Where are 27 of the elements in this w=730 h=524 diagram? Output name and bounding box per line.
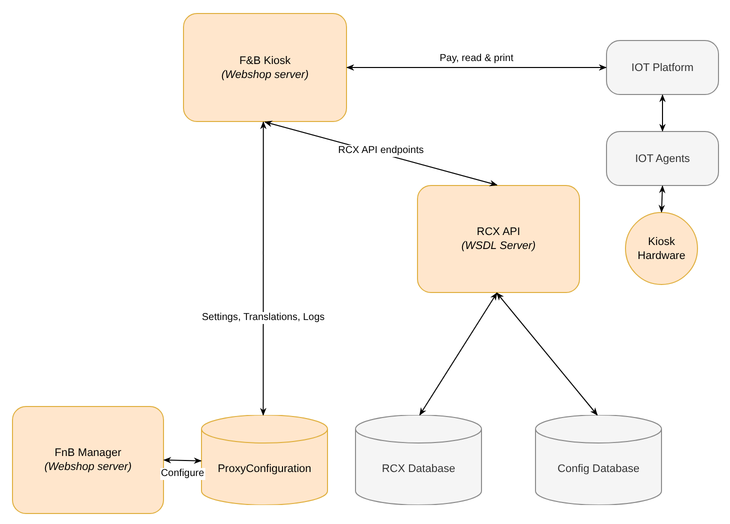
edge-label: Settings, Translations, Logs bbox=[200, 312, 326, 324]
node-title: FnB Manager bbox=[54, 446, 122, 460]
node-title: RCX API bbox=[476, 225, 520, 239]
node-title: IOT Platform bbox=[631, 60, 694, 74]
connector-arrow bbox=[658, 185, 666, 213]
connector-arrow bbox=[419, 292, 498, 416]
connector-arrow bbox=[496, 292, 598, 416]
edge-label: Configure bbox=[160, 468, 206, 480]
connector-arrow bbox=[659, 94, 666, 132]
process-box bbox=[606, 40, 719, 95]
node-subtitle: (WSDL Server) bbox=[461, 239, 536, 253]
node-subtitle: (Webshop server) bbox=[44, 460, 132, 474]
connector-arrow bbox=[346, 64, 607, 71]
node-subtitle: (Webshop server) bbox=[221, 68, 309, 82]
node-title: ProxyConfiguration bbox=[218, 462, 312, 476]
edge-label: Pay, read & print bbox=[438, 52, 514, 64]
node-title: F&B Kiosk bbox=[239, 54, 291, 68]
node-title: Config Database bbox=[558, 462, 640, 476]
node-title: IOT Agents bbox=[635, 152, 690, 166]
connector-arrow bbox=[163, 456, 202, 464]
process-box bbox=[183, 13, 347, 122]
process-box bbox=[417, 185, 580, 293]
edge-label: RCX API endpoints bbox=[337, 144, 425, 156]
process-box bbox=[606, 131, 719, 186]
node-title: RCX Database bbox=[382, 462, 456, 476]
connector-arrow bbox=[260, 121, 267, 416]
node-title: Kiosk Hardware bbox=[636, 234, 686, 262]
